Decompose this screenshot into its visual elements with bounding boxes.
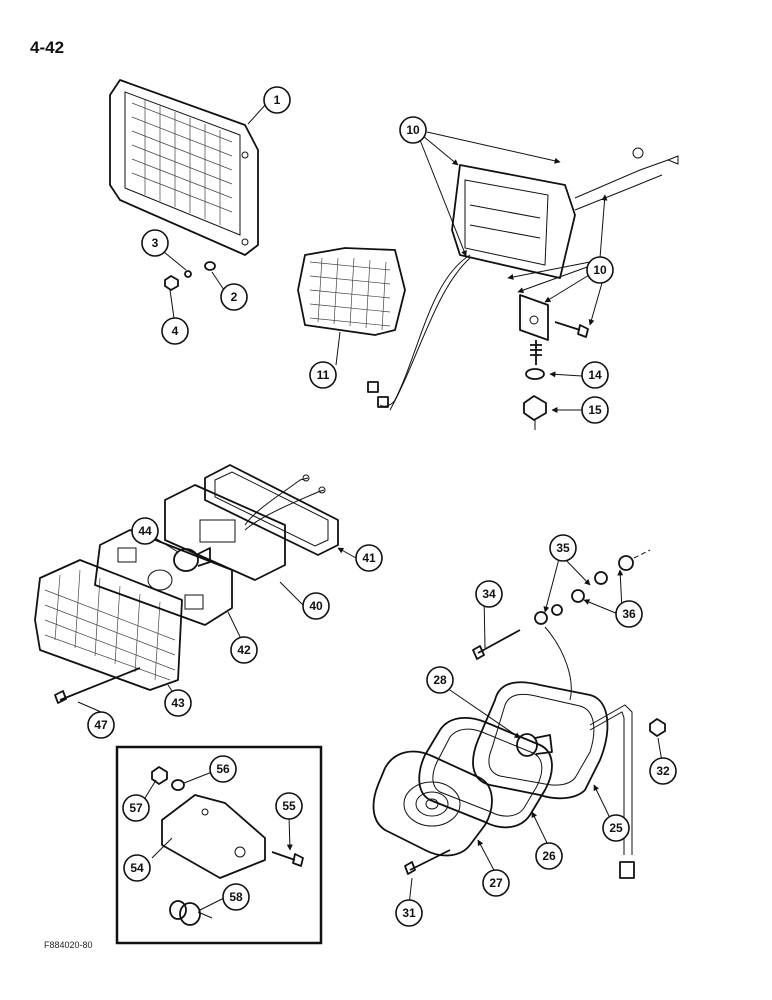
wires-tail-lamp: [244, 474, 326, 531]
callout-31: 31: [395, 899, 423, 927]
svg-text:56: 56: [216, 762, 230, 776]
screw-part-31: [404, 849, 451, 875]
nut-part-57: [151, 766, 168, 785]
svg-text:54: 54: [130, 861, 144, 875]
svg-text:36: 36: [622, 607, 636, 621]
washer-part-56: [171, 779, 185, 791]
svg-text:15: 15: [588, 403, 602, 417]
lens-part-27: [372, 750, 493, 857]
svg-text:42: 42: [237, 643, 251, 657]
callout-2: 2: [220, 283, 248, 311]
gasket-part-26: [418, 717, 553, 829]
nut-part-15: [523, 395, 547, 430]
work-lamp-housing: [451, 164, 576, 279]
svg-text:2: 2: [231, 290, 238, 304]
callout-10-b: 10: [586, 256, 614, 284]
callout-47: 47: [87, 711, 115, 739]
callout-3: 3: [141, 229, 169, 257]
callout-36: 36: [615, 600, 643, 628]
svg-text:55: 55: [282, 799, 296, 813]
callout-55: 55: [275, 792, 303, 820]
svg-text:47: 47: [94, 718, 108, 732]
marker-lamp-housing: [472, 681, 609, 800]
callout-27: 27: [482, 869, 510, 897]
callout-26: 26: [535, 842, 563, 870]
callout-11: 11: [309, 361, 337, 389]
callout-1: 1: [263, 86, 291, 114]
callout-57: 57: [122, 794, 150, 822]
screw-part-47: [54, 667, 141, 704]
gasket-part-41: [204, 464, 339, 556]
callout-56: 56: [209, 755, 237, 783]
inset-box: [115, 745, 323, 945]
figure-code: F884020-80: [44, 940, 93, 950]
callout-28: 28: [426, 666, 454, 694]
bulb-part-28: [516, 733, 553, 757]
nut-part-32: [649, 718, 666, 737]
svg-text:26: 26: [542, 849, 556, 863]
svg-text:27: 27: [489, 876, 503, 890]
bolt-part-34: [472, 629, 521, 660]
housing-part-40: [164, 484, 286, 581]
svg-text:34: 34: [482, 587, 496, 601]
svg-text:10: 10: [406, 123, 420, 137]
svg-text:3: 3: [152, 236, 159, 250]
svg-text:40: 40: [309, 599, 323, 613]
callout-32: 32: [649, 757, 677, 785]
svg-text:10: 10: [593, 263, 607, 277]
callout-14: 14: [581, 361, 609, 389]
washer-part-3: [184, 270, 192, 278]
callout-54: 54: [123, 854, 151, 882]
callout-41: 41: [355, 544, 383, 572]
callout-42: 42: [230, 636, 258, 664]
washers-nuts-35-36: [534, 549, 651, 625]
svg-text:4: 4: [172, 324, 179, 338]
page-number: 4-42: [30, 38, 65, 57]
wire-harness-work-lamp: [367, 147, 679, 411]
svg-text:14: 14: [588, 368, 602, 382]
tail-lamp-lens: [34, 559, 183, 691]
svg-text:25: 25: [609, 821, 623, 835]
work-lamp-insert: [297, 247, 406, 336]
work-lamp-front: [109, 79, 259, 256]
callout-25: 25: [602, 814, 630, 842]
mounting-bracket-work-lamp: [519, 294, 549, 365]
washer-part-14: [525, 368, 545, 380]
svg-text:43: 43: [171, 696, 185, 710]
svg-text:58: 58: [229, 890, 243, 904]
callout-58: 58: [222, 883, 250, 911]
svg-text:1: 1: [274, 93, 281, 107]
harness-part-25: [544, 626, 635, 879]
svg-text:32: 32: [656, 764, 670, 778]
grommet-part-58: [169, 900, 213, 926]
callout-44: 44: [131, 517, 159, 545]
bulb-part-44: [173, 547, 211, 572]
bracket-part-54: [161, 794, 266, 879]
svg-text:11: 11: [317, 368, 330, 382]
svg-text:41: 41: [362, 551, 376, 565]
callout-40: 40: [302, 592, 330, 620]
leader-lines: [77, 103, 663, 911]
svg-text:28: 28: [433, 673, 447, 687]
svg-text:57: 57: [129, 801, 143, 815]
gasket-part-42: [94, 529, 233, 626]
svg-text:35: 35: [556, 541, 570, 555]
washer-part-2: [204, 261, 216, 271]
svg-text:31: 31: [402, 906, 416, 920]
callout-15: 15: [581, 396, 609, 424]
nut-part-4: [164, 275, 179, 291]
callout-10-a: 10: [399, 116, 427, 144]
svg-text:44: 44: [138, 524, 152, 538]
callout-34: 34: [475, 580, 503, 608]
callout-35: 35: [549, 534, 577, 562]
bolt-part-55: [271, 851, 304, 867]
callout-43: 43: [164, 689, 192, 717]
bolt-part-10: [554, 321, 589, 338]
callout-4: 4: [161, 317, 189, 345]
